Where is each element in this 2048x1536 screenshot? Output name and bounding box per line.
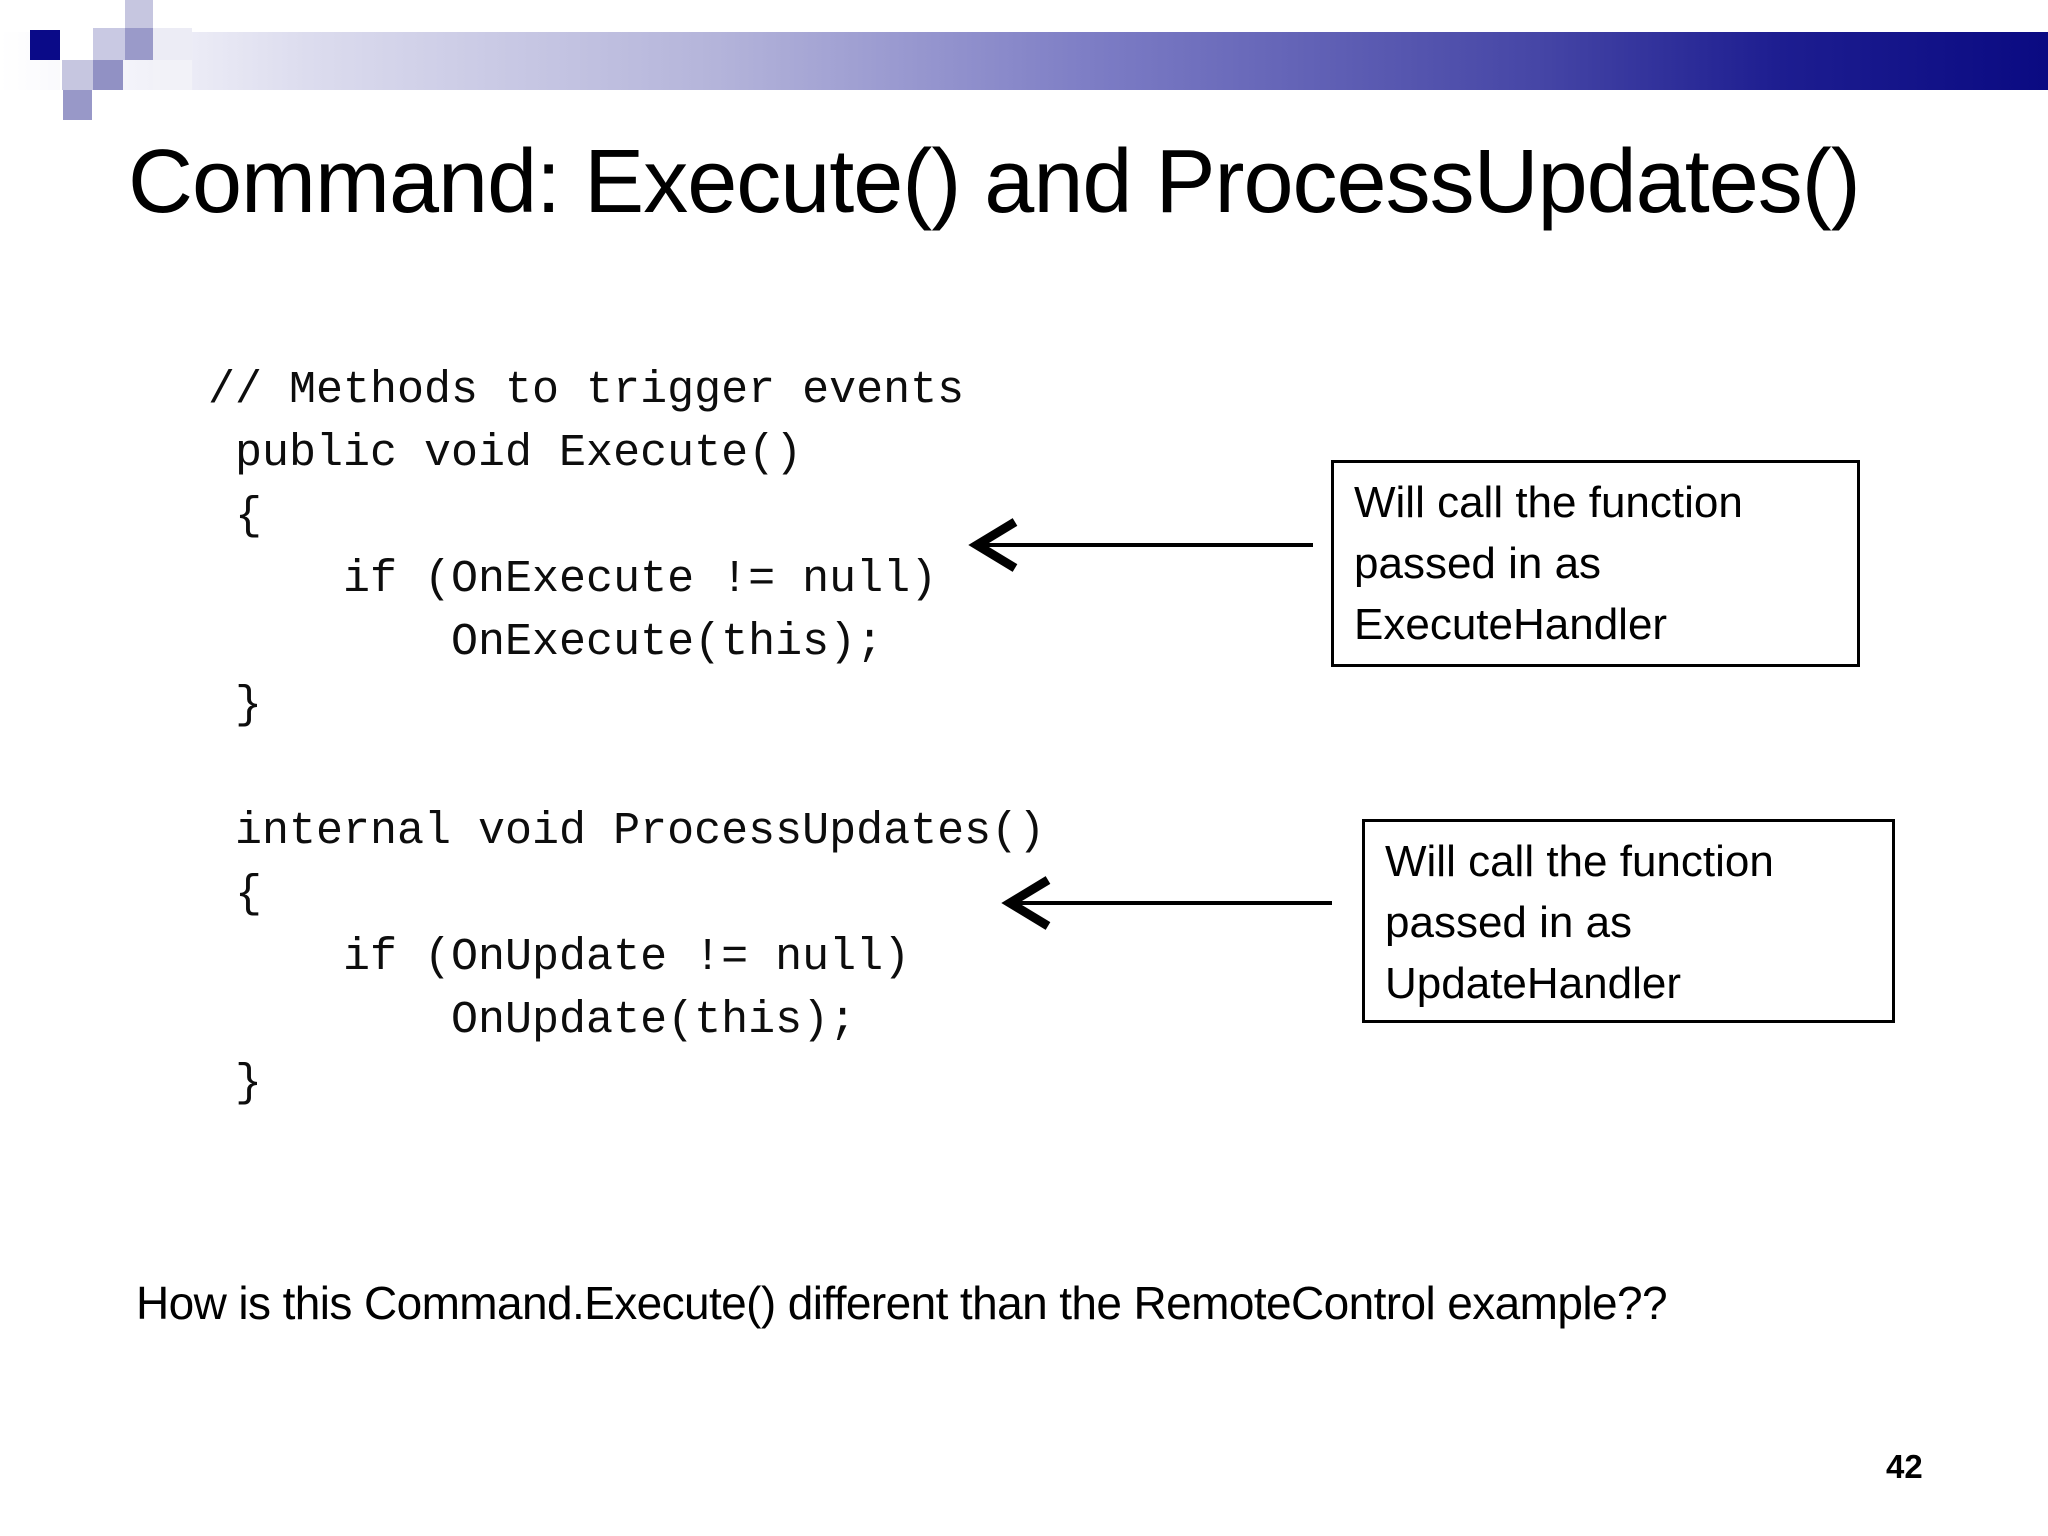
page-number: 42 xyxy=(1886,1448,1923,1485)
deco-square-2 xyxy=(93,28,125,60)
deco-square-3 xyxy=(125,28,153,60)
callout-box-execute-handler: Will call the function passed in as Exec… xyxy=(1331,460,1860,667)
deco-square-4 xyxy=(153,28,192,60)
left-arrow-update-icon xyxy=(1001,876,1332,930)
header-gradient-bar xyxy=(0,32,2048,90)
deco-square-7 xyxy=(153,60,192,90)
slide-title: Command: Execute() and ProcessUpdates() xyxy=(128,132,1861,232)
deco-square-6 xyxy=(93,60,123,90)
left-arrow-execute-icon xyxy=(968,518,1313,572)
deco-square-1 xyxy=(125,0,153,28)
question-text: How is this Command.Execute() different … xyxy=(136,1277,1668,1329)
deco-square-8 xyxy=(63,90,92,120)
deco-square-5 xyxy=(62,60,93,90)
callout-box-update-handler: Will call the function passed in as Upda… xyxy=(1362,819,1895,1023)
deco-square-navy xyxy=(30,30,60,60)
code-block: // Methods to trigger events public void… xyxy=(208,365,1046,1109)
